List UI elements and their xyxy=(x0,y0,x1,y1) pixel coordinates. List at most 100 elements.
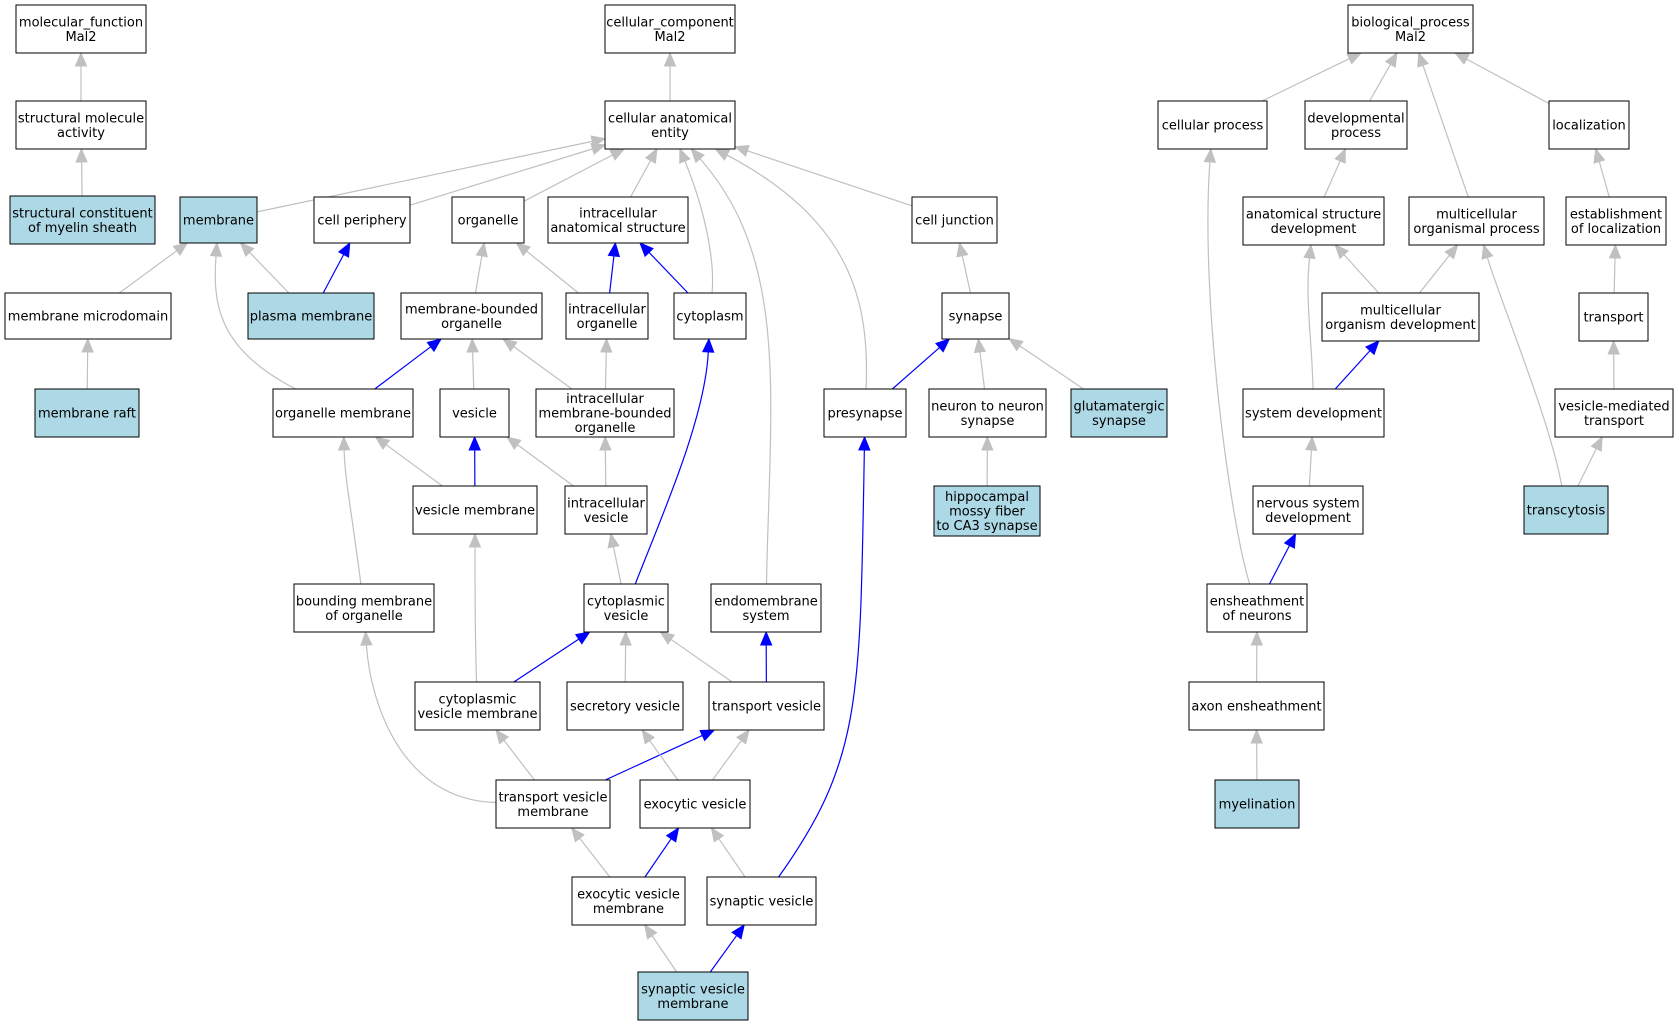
edge-transves-to-cytoves xyxy=(659,631,733,683)
term-node-transcyt[interactable]: transcytosis xyxy=(1523,485,1609,535)
term-label: structural constituent xyxy=(12,206,153,221)
term-label: developmental xyxy=(1307,111,1404,126)
edge-transcyt-to-mop xyxy=(1481,243,1563,487)
term-label: membrane raft xyxy=(38,407,136,422)
arrowhead-icon xyxy=(731,923,745,940)
term-node-secves[interactable]: secretory vesicle xyxy=(566,681,684,731)
term-node-axon[interactable]: axon ensheathment xyxy=(1188,681,1325,731)
term-node-cellproc[interactable]: cellular process xyxy=(1157,100,1268,150)
edge-line xyxy=(612,546,622,585)
term-node-synapse[interactable]: synapse xyxy=(941,292,1010,340)
term-node-local[interactable]: localization xyxy=(1548,100,1630,150)
edge-organelle-to-cae xyxy=(523,148,626,202)
term-label: establishment xyxy=(1570,207,1662,222)
term-node-plasmamem[interactable]: plasma membrane xyxy=(247,292,375,340)
edge-cvm-to-vesmem xyxy=(468,532,482,683)
term-label: secretory vesicle xyxy=(570,700,680,715)
arrowhead-icon xyxy=(1417,51,1430,68)
edge-local-to-bp xyxy=(1453,52,1550,105)
term-label: intracellular xyxy=(579,206,657,221)
term-node-memmicro[interactable]: membrane microdomain xyxy=(4,292,172,340)
term-label: exocytic vesicle xyxy=(644,798,747,813)
term-node-presyn[interactable]: presynapse xyxy=(823,388,907,438)
edge-eon-to-nsd xyxy=(1268,532,1297,585)
arrowhead-icon xyxy=(337,241,351,258)
term-node-sysdev[interactable]: system development xyxy=(1242,388,1385,438)
edge-line xyxy=(718,838,746,878)
term-label: membrane xyxy=(517,805,588,820)
term-box xyxy=(439,388,510,438)
term-label: structural molecule xyxy=(18,111,144,126)
term-node-exoves[interactable]: exocytic vesicle xyxy=(639,779,751,829)
term-node-transves[interactable]: transport vesicle xyxy=(708,681,825,731)
term-node-myel[interactable]: myelination xyxy=(1214,779,1300,829)
term-node-membrane[interactable]: membrane xyxy=(179,196,258,244)
term-label: membrane microdomain xyxy=(8,310,168,325)
edge-n2n-to-synapse xyxy=(973,337,987,390)
term-node-memraft[interactable]: membrane raft xyxy=(34,388,140,438)
arrowhead-icon xyxy=(609,148,626,161)
edge-cytoves-to-cytoplasm xyxy=(634,337,715,585)
term-label: membrane xyxy=(657,997,728,1012)
edge-presyn-to-synapse xyxy=(891,338,951,390)
term-label: vesicle-mediated xyxy=(1558,399,1669,414)
term-node-cellper[interactable]: cell periphery xyxy=(313,196,411,244)
edge-line xyxy=(472,351,475,390)
term-node-organelle[interactable]: organelle xyxy=(451,196,525,244)
term-node-synves[interactable]: synaptic vesicle xyxy=(706,876,817,926)
term-node-vesmem[interactable]: vesicle membrane xyxy=(412,485,538,535)
term-node-orgmem[interactable]: organelle membrane xyxy=(272,388,414,438)
arrowhead-icon xyxy=(690,148,705,164)
edge-synves-to-exoves xyxy=(710,826,746,878)
edge-line xyxy=(474,546,478,683)
edge-line xyxy=(343,449,362,585)
edge-line xyxy=(503,739,535,781)
term-node-transport[interactable]: transport xyxy=(1578,292,1649,342)
arrowhead-icon xyxy=(468,435,481,451)
term-box xyxy=(708,681,825,731)
edge-sysdev-to-mod xyxy=(1334,340,1380,390)
arrowhead-icon xyxy=(1007,337,1024,352)
edge-exoves-to-secves xyxy=(641,728,679,781)
edge-line xyxy=(778,449,865,878)
term-node-celljunc[interactable]: cell junction xyxy=(911,196,998,244)
term-label: endomembrane xyxy=(714,594,818,609)
term-node-cytoplasm[interactable]: cytoplasm xyxy=(673,292,747,340)
arrowhead-icon xyxy=(374,436,391,451)
term-node-vesicle[interactable]: vesicle xyxy=(439,388,510,438)
term-label: organelle xyxy=(577,317,638,332)
arrowhead-icon xyxy=(735,728,750,745)
term-label: vesicle xyxy=(452,407,497,422)
term-label: cellular anatomical xyxy=(608,111,732,126)
term-box xyxy=(15,4,147,54)
